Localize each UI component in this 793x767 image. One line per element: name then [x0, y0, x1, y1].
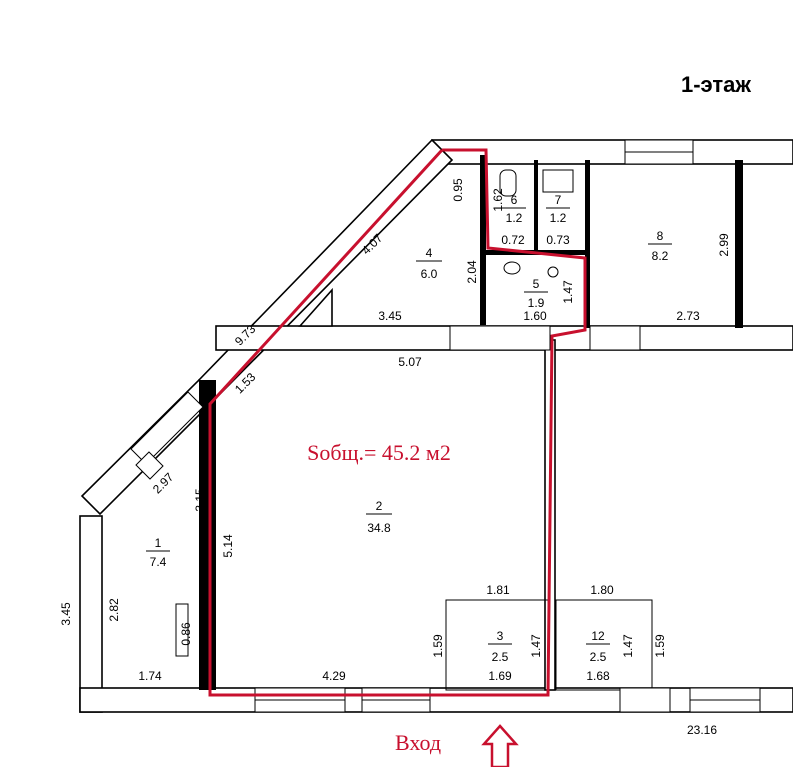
room-1-number: 1: [155, 536, 162, 550]
wall-bath-67: [534, 160, 538, 252]
wall-room1-room2: [199, 380, 216, 690]
wall-bath-right: [585, 160, 590, 328]
dim-4-29: 4.29: [322, 669, 346, 683]
entrance-label: Вход: [395, 730, 441, 755]
dim-1-59-left: 1.59: [431, 634, 445, 658]
dim-1-59-right: 1.59: [653, 634, 667, 658]
door-middle: [589, 325, 641, 351]
wall-bottom: [79, 687, 793, 713]
dim-1-80: 1.80: [590, 583, 614, 597]
window-diagonal: [130, 391, 204, 465]
wall-room12: [555, 599, 653, 691]
room-2-number: 2: [376, 499, 383, 513]
dim-1-62: 1.62: [491, 188, 505, 212]
dim-1-81: 1.81: [486, 583, 510, 597]
room-7-area: 1.2: [550, 211, 567, 225]
dim-1-68: 1.68: [586, 669, 610, 683]
total-area-label: Sобщ.= 45.2 м2: [307, 440, 451, 465]
dim-3-45-left: 3.45: [59, 602, 73, 626]
toilet-round-icon: [547, 266, 559, 278]
dim-2-04: 2.04: [465, 260, 479, 284]
dim-5-07: 5.07: [398, 355, 422, 369]
toilet-icon: [499, 169, 517, 197]
room-12-number: 12: [591, 629, 605, 643]
dim-2-99: 2.99: [717, 233, 731, 257]
room-1-area: 7.4: [150, 555, 167, 569]
dim-0-95: 0.95: [451, 178, 465, 202]
dim-3-45-top: 3.45: [378, 309, 402, 323]
dim-3-15: 3.15: [193, 488, 207, 512]
dim-0-72: 0.72: [501, 233, 525, 247]
dim-23-16: 23.16: [687, 723, 717, 737]
room-3-area: 2.5: [492, 650, 509, 664]
dim-1-47-bath: 1.47: [561, 280, 575, 304]
room-6-area: 1.2: [506, 211, 523, 225]
room-8-number: 8: [657, 229, 664, 243]
room-4-number: 4: [426, 246, 433, 260]
windows: [130, 139, 761, 713]
dim-5-14: 5.14: [221, 534, 235, 558]
room-2-area: 34.8: [367, 521, 391, 535]
sink-icon: [542, 169, 574, 193]
window-middle: [449, 325, 551, 351]
window-bottom-4: [619, 687, 671, 713]
room-12-area: 2.5: [590, 650, 607, 664]
walls: [79, 138, 793, 713]
wall-bath-left: [480, 155, 486, 325]
room-7-number: 7: [555, 193, 562, 207]
room-5-area: 1.9: [528, 296, 545, 310]
dim-1-69: 1.69: [488, 669, 512, 683]
dim-2-73: 2.73: [676, 309, 700, 323]
room-5-number: 5: [533, 277, 540, 291]
dim-0-73: 0.73: [546, 233, 570, 247]
room-3-number: 3: [497, 629, 504, 643]
entrance-arrow-icon: [481, 724, 519, 767]
room-8-area: 8.2: [652, 249, 669, 263]
dim-1-47-room12: 1.47: [621, 634, 635, 658]
dim-1-60: 1.60: [523, 309, 547, 323]
dim-1-74: 1.74: [138, 669, 162, 683]
dimension-labels: 9.73 4.07 0.95 1.62 0.72 0.73 2.04 1.47 …: [59, 178, 731, 737]
wall-room8-right: [735, 160, 743, 328]
dim-1-47-room3: 1.47: [529, 634, 543, 658]
radiator-icon: [175, 603, 189, 657]
wall-room4-corner: [298, 287, 333, 327]
fixtures: [175, 169, 574, 657]
room-4-area: 6.0: [421, 267, 438, 281]
dim-2-82: 2.82: [107, 598, 121, 622]
dim-0-86: 0.86: [179, 622, 193, 646]
room-labels: 1 7.4 2 34.8 3 2.5 4 6.0 5 1.9 6 1.2 7 1…: [146, 193, 672, 664]
highlighted-area-outline: [208, 148, 587, 697]
window-diagonal-pier: [135, 451, 164, 480]
room-6-number: 6: [511, 193, 518, 207]
floor-title: 1-этаж: [681, 72, 751, 97]
washbasin-icon: [503, 261, 521, 275]
wall-left: [79, 515, 103, 713]
